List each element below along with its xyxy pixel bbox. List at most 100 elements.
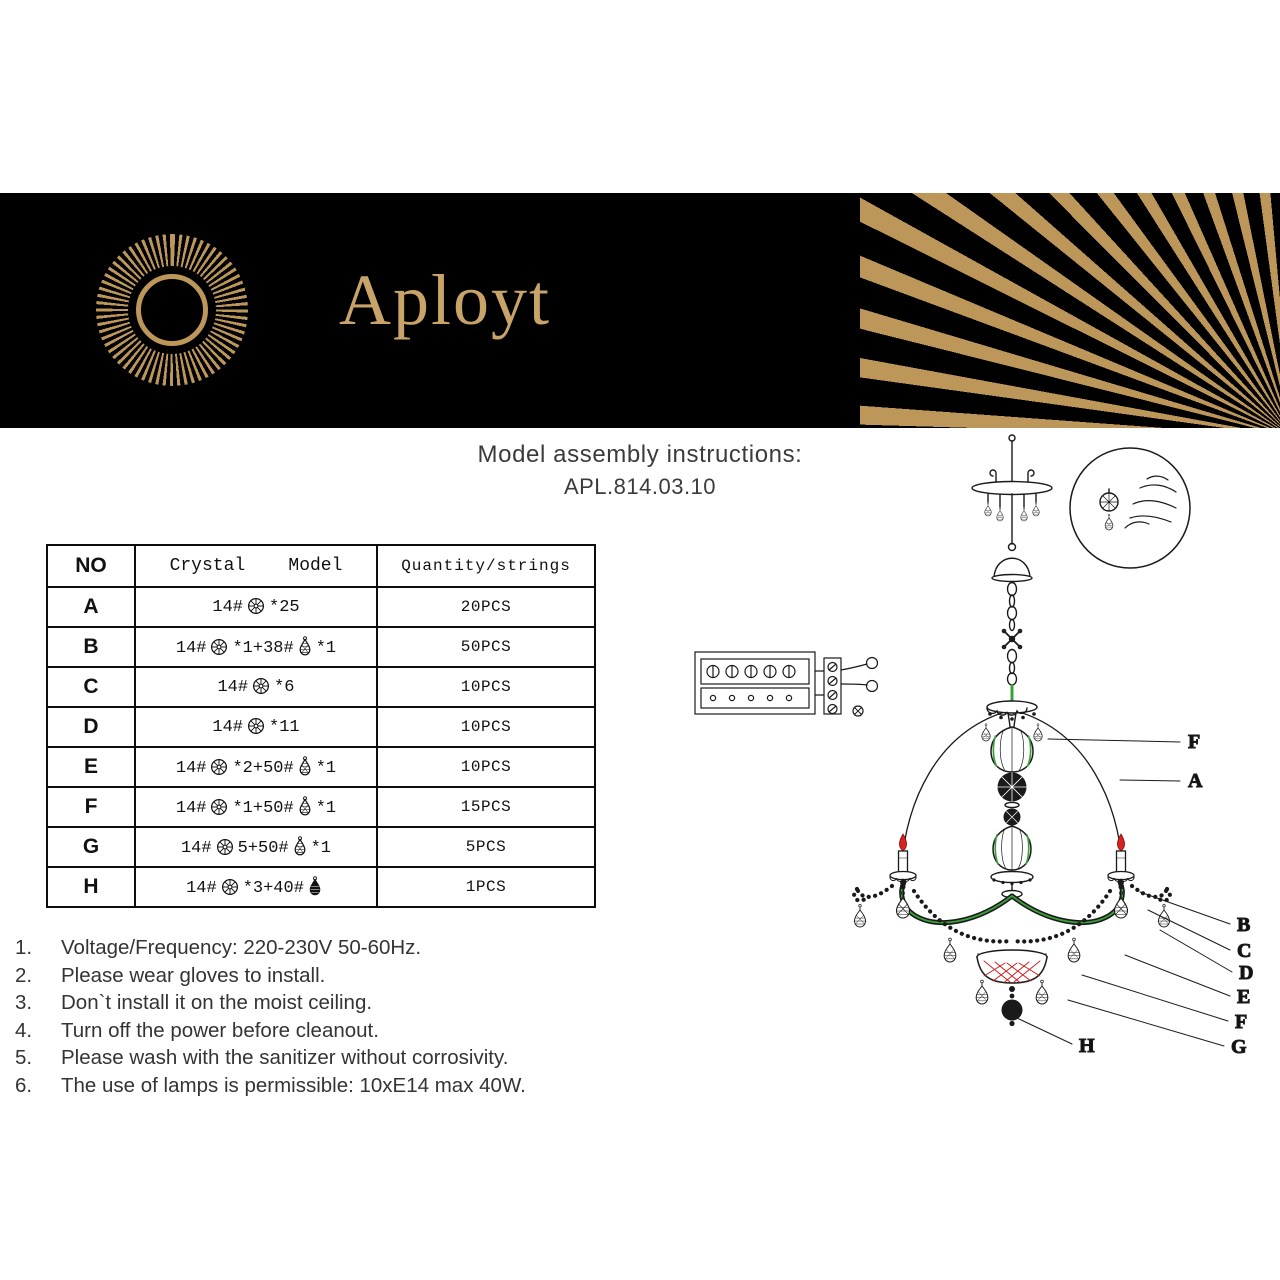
note-number: 2. [15,963,33,987]
quantity-cell: 10PCS [376,746,596,788]
brand-name: Aployt [338,260,551,340]
model-text: 14# [217,678,249,697]
note-item: 1.Voltage/Frequency: 220-230V 50-60Hz. [0,934,640,962]
quantity-cell: 5PCS [376,826,596,868]
note-item: 4. Turn off the power before cleanout. [0,1017,640,1045]
filled-drop-crystal-icon [308,876,322,896]
model-text: *1 [310,839,332,858]
model-text: 14# [175,759,207,778]
model-text: *6 [274,678,295,697]
row-letter: F [46,786,136,828]
model-text: 14# [175,799,207,818]
label-line-g [1067,999,1225,1047]
label-f-top: F [1188,731,1200,753]
table-row: G 14#5+50#*1 5PCS [46,826,596,868]
note-number: 6. [15,1073,33,1097]
quantity-cell: 10PCS [376,706,596,748]
sunburst-logo-icon [96,234,248,386]
crystal-table: NO Crystal Model Quantity/strings A 14#*… [46,544,596,908]
held-crystal [1099,488,1119,531]
model-text: *1 [315,759,337,778]
crystal-model-cell: 14#*11 [134,706,378,748]
model-text: 14# [180,839,212,858]
round-crystal-icon [252,677,270,695]
label-line-f [1081,974,1229,1022]
decorative-rays [860,193,1280,428]
title-block: Model assembly instructions: APL.814.03.… [0,441,1280,500]
table-row: H 14#*3+40# 1PCS [46,866,596,908]
brand-banner: Aployt [0,193,1280,428]
label-line-a [1119,779,1181,782]
crystal-model-cell: 14#*1+38#*1 [134,626,378,668]
table-row: A 14#*25 20PCS [46,586,596,628]
notes-list: 1.Voltage/Frequency: 220-230V 50-60Hz. 2… [0,934,640,1099]
crystal-model-cell: 14# *3+40# [134,866,378,908]
label-line-b [1139,891,1231,925]
model-text: 14# [212,598,243,617]
model-text: 14# [186,879,217,898]
round-crystal-icon [216,838,234,856]
round-crystal-icon [210,758,228,776]
table-row: B 14#*1+38#*1 50PCS [46,626,596,668]
note-number: 1. [15,936,33,959]
model-text: *3+40# [242,879,304,898]
round-crystal-icon [210,798,228,816]
note-text: Don`t install it on the moist ceiling. [61,991,373,1014]
label-b: B [1237,914,1250,936]
note-number: 4. [15,1018,33,1042]
table-row: E 14# *2+50# *1 10PCS [46,746,596,788]
model-text: *1+50# [232,799,294,818]
col-header-no: NO [46,544,136,588]
center-bowl [976,949,1048,1027]
drop-crystal-icon [298,756,312,776]
table-header-row: NO Crystal Model Quantity/strings [46,544,596,588]
note-item: 2. Please wear gloves to install. [0,962,640,990]
table-row: C 14#*6 10PCS [46,666,596,708]
model-text: *1 [315,799,337,818]
drop-crystal-icon [298,796,312,816]
note-text: Please wash with the sanitizer without c… [61,1046,509,1069]
col-header-qty: Quantity/strings [376,544,596,588]
note-text: The use of lamps is permissible: 10xE14 … [61,1073,526,1097]
model-number: APL.814.03.10 [563,474,717,499]
model-text: *1 [315,639,337,658]
table-row: D 14#*11 10PCS [46,706,596,748]
row-letter: B [46,626,136,668]
table-row: F 14# *1+50# *1 15PCS [46,786,596,828]
round-crystal-icon [247,717,265,735]
note-item: 5.Please wash with the sanitizer without… [0,1044,640,1072]
round-crystal-icon [221,878,239,896]
wiring-diagram [694,651,879,717]
label-line-c [1147,909,1231,951]
row-letter: E [46,746,136,788]
row-letter: H [46,866,136,908]
diagram-labels: F A B C D E F G H [1016,731,1254,1059]
quantity-cell: 20PCS [376,586,596,628]
row-letter: D [46,706,136,748]
model-text: 14# [212,718,243,737]
label-a: A [1188,770,1203,792]
model-text: *2+50# [232,759,294,778]
note-text: Turn off the power before cleanout. [61,1018,379,1042]
crystal-model-cell: 14# *2+50# *1 [134,746,378,788]
label-line-d [1159,929,1233,973]
chandelier-body [981,700,1043,899]
crystal-model-cell: 14# *1+50# *1 [134,786,378,828]
row-letter: A [46,586,136,628]
col-header-model: Crystal Model [134,544,378,588]
model-text: 14# [175,639,207,658]
quantity-cell: 15PCS [376,786,596,828]
note-item: 3. Don`t install it on the moist ceiling. [0,989,640,1017]
label-h: H [1079,1035,1095,1057]
row-letter: G [46,826,136,868]
label-e: E [1237,986,1250,1008]
label-g: G [1231,1036,1247,1058]
drop-crystal-icon [293,836,307,856]
label-c: C [1237,940,1251,962]
crystal-model-cell: 14#5+50#*1 [134,826,378,868]
row-letter: C [46,666,136,708]
note-text: Please wear gloves to install. [61,963,326,987]
note-number: 3. [15,991,33,1014]
label-line-e [1124,954,1231,997]
